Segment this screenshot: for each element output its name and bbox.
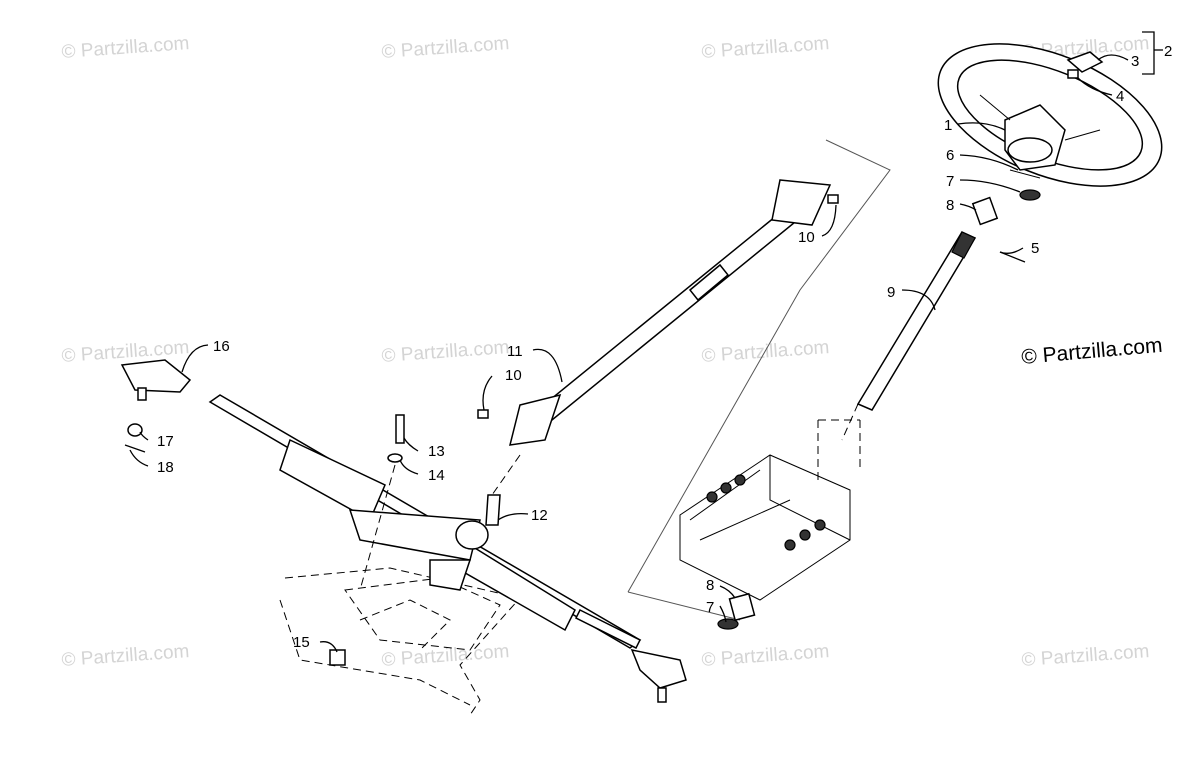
callout-10-upper: 10 [798, 229, 815, 246]
chassis-frame-section [279, 567, 521, 716]
callout-14: 14 [428, 467, 445, 484]
alignment-lines [359, 403, 859, 591]
intermediate-shaft [477, 179, 839, 446]
wheel-nut [1067, 69, 1079, 79]
watermark-main-text: © Partzilla.com [1020, 334, 1163, 369]
steering-shaft [856, 231, 977, 411]
callout-5: 5 [1031, 240, 1039, 257]
callout-18: 18 [157, 459, 174, 476]
watermark-text: © Partzilla.com [381, 337, 510, 367]
rack-and-pinion-assembly [208, 394, 642, 650]
cotter-pin [124, 444, 146, 453]
callout-16: 16 [213, 338, 230, 355]
lower-bearing-stack [717, 592, 756, 630]
leader-lines [129, 31, 1163, 653]
callout-1: 1 [944, 117, 952, 134]
watermark-text: © Partzilla.com [381, 641, 510, 671]
callout-7-upper: 7 [946, 173, 954, 190]
watermark-text: © Partzilla.com [1021, 641, 1150, 671]
column-mount-bracket [679, 419, 861, 601]
watermark-text: © Partzilla.com [61, 641, 190, 671]
watermark-text: © Partzilla.com [701, 337, 830, 367]
callout-12: 12 [531, 507, 548, 524]
callout-2: 2 [1164, 43, 1172, 60]
callout-4: 4 [1116, 88, 1124, 105]
steering-wheel-cap [1066, 51, 1104, 73]
watermark-text: © Partzilla.com [701, 641, 830, 671]
callout-3: 3 [1131, 53, 1139, 70]
callout-17: 17 [157, 433, 174, 450]
watermark-layer: © Partzilla.com © Partzilla.com © Partzi… [61, 33, 1164, 671]
bolt [395, 414, 405, 444]
callout-6: 6 [946, 147, 954, 164]
callout-15: 15 [293, 634, 310, 651]
watermark-text: © Partzilla.com [381, 33, 510, 63]
steering-wheel [937, 43, 1163, 187]
tie-rod-end-left [120, 359, 192, 401]
washer [387, 453, 403, 463]
watermark-text: © Partzilla.com [61, 33, 190, 63]
callout-9: 9 [887, 284, 895, 301]
callout-8-lower: 8 [706, 577, 714, 594]
flange-nut [329, 649, 346, 666]
callout-8-upper: 8 [946, 197, 954, 214]
watermark-text: © Partzilla.com [61, 337, 190, 367]
callout-7-lower: 7 [706, 599, 714, 616]
column-mount-outline [627, 139, 891, 621]
tie-rod-end-right [630, 648, 687, 703]
callout-11: 11 [507, 343, 523, 360]
callout-labels: 1 2 3 4 5 6 7 7 8 8 9 10 10 11 12 13 14 … [157, 43, 1172, 651]
watermark-text: © Partzilla.com [701, 33, 830, 63]
callout-13: 13 [428, 443, 445, 460]
upper-bearing-stack [971, 169, 1041, 226]
callout-10-lower: 10 [505, 367, 522, 384]
castle-nut [127, 423, 143, 437]
